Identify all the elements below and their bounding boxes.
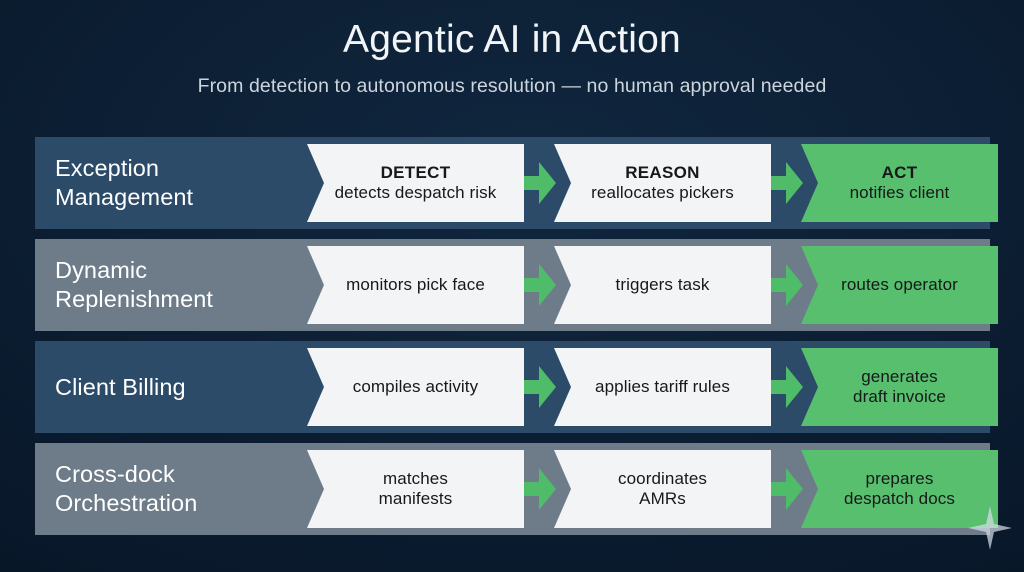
arrow-right-icon — [771, 466, 803, 512]
step-description: compiles activity — [352, 376, 479, 396]
arrow-right-icon — [524, 160, 556, 206]
step-description: notifies client — [849, 182, 950, 202]
process-step-card[interactable]: coordinates AMRs — [554, 450, 771, 528]
arrow-right-icon — [524, 364, 556, 410]
step-stage-label: DETECT — [380, 162, 451, 182]
page-title: Agentic AI in Action — [343, 18, 681, 61]
process-step-card[interactable]: routes operator — [801, 246, 998, 324]
step-description: applies tariff rules — [595, 376, 730, 396]
step-stage-label: REASON — [625, 162, 700, 182]
step-description: routes operator — [841, 274, 958, 294]
arrow-right-icon — [771, 160, 803, 206]
header: Agentic AI in Action From detection to a… — [0, 0, 1024, 98]
page-subtitle: From detection to autonomous resolution … — [197, 74, 827, 97]
process-step-card[interactable]: generates draft invoice — [801, 348, 998, 426]
step-description: generates draft invoice — [853, 366, 946, 406]
step-description: coordinates AMRs — [618, 468, 707, 508]
step-description: prepares despatch docs — [844, 468, 955, 508]
step-stage-label: ACT — [881, 162, 918, 182]
arrow-right-icon — [771, 364, 803, 410]
process-step-card[interactable]: matches manifests — [307, 450, 524, 528]
row-label: Client Billing — [55, 373, 186, 400]
process-step-card[interactable]: prepares despatch docs — [801, 450, 998, 528]
process-step-card[interactable]: compiles activity — [307, 348, 524, 426]
step-description: matches manifests — [378, 468, 453, 508]
row-steps: compiles activity applies tariff rules gen… — [307, 348, 998, 426]
arrow-right-icon — [524, 262, 556, 308]
arrow-right-icon — [524, 466, 556, 512]
process-step-card[interactable]: applies tariff rules — [554, 348, 771, 426]
process-step-card[interactable]: triggers task — [554, 246, 771, 324]
process-step-card[interactable]: monitors pick face — [307, 246, 524, 324]
step-description: reallocates pickers — [591, 182, 734, 202]
step-description: monitors pick face — [346, 274, 485, 294]
step-description: detects despatch risk — [334, 182, 497, 202]
process-row: Client Billing compiles activity applies t… — [35, 341, 998, 433]
row-steps: monitors pick face triggers task routes op… — [307, 246, 998, 324]
arrow-right-icon — [771, 262, 803, 308]
row-steps: matches manifests coordinates AMRs prepare… — [307, 450, 998, 528]
step-description: triggers task — [615, 274, 710, 294]
